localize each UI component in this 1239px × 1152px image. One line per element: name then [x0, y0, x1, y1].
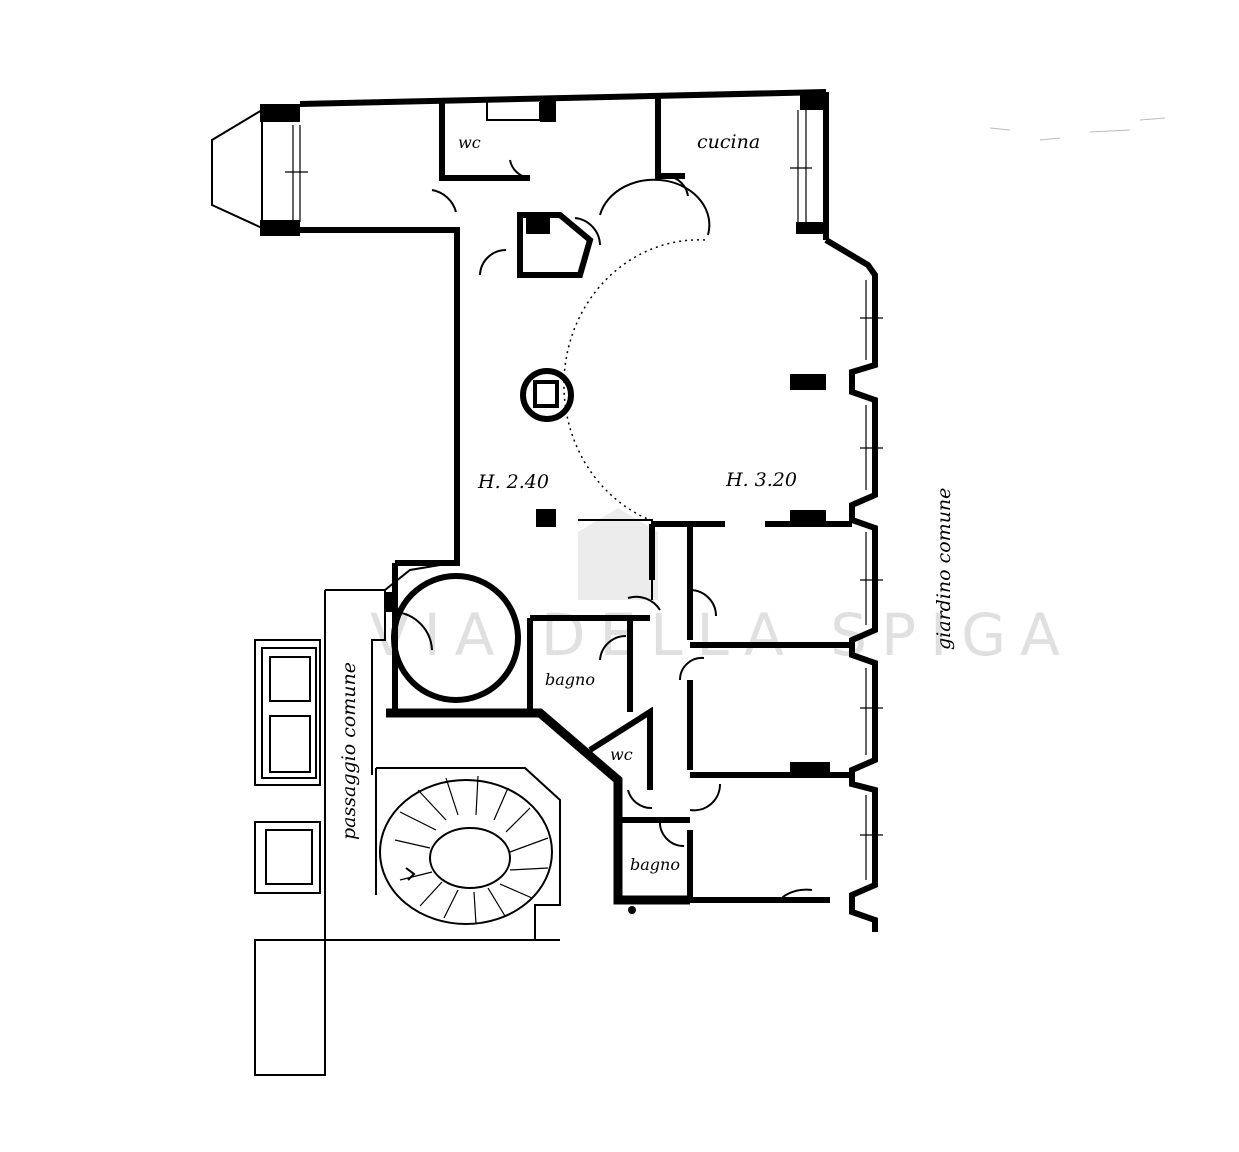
watermark-text: VIA DELLA SPIGA	[370, 601, 1074, 669]
label-height-right: H. 3.20	[725, 469, 797, 491]
shaft	[517, 178, 711, 278]
label-bath-bottom: bagno	[630, 855, 680, 874]
bay-window	[211, 104, 308, 236]
common-passage: passaggio comune	[254, 589, 560, 1076]
outer-walls	[299, 89, 883, 932]
label-height-left: H. 2.40	[477, 471, 549, 493]
entrance-foyer	[384, 563, 521, 713]
bedrooms	[649, 521, 852, 901]
label-garden: giardino comune	[933, 488, 955, 650]
label-passage: passaggio comune	[338, 662, 360, 840]
spiral-staircase	[375, 767, 561, 940]
living-area: H. 2.40 H. 3.20	[477, 239, 826, 527]
label-bath-middle: bagno	[545, 670, 595, 689]
label-kitchen: cucina	[697, 131, 760, 153]
bathrooms: bagno wc bagno	[527, 519, 690, 914]
label-wc-top: wc	[458, 133, 481, 152]
top-rooms: wc cucina	[431, 96, 760, 276]
watermark: VIA DELLA SPIGA	[370, 508, 1074, 669]
label-wc-bottom: wc	[610, 745, 633, 764]
